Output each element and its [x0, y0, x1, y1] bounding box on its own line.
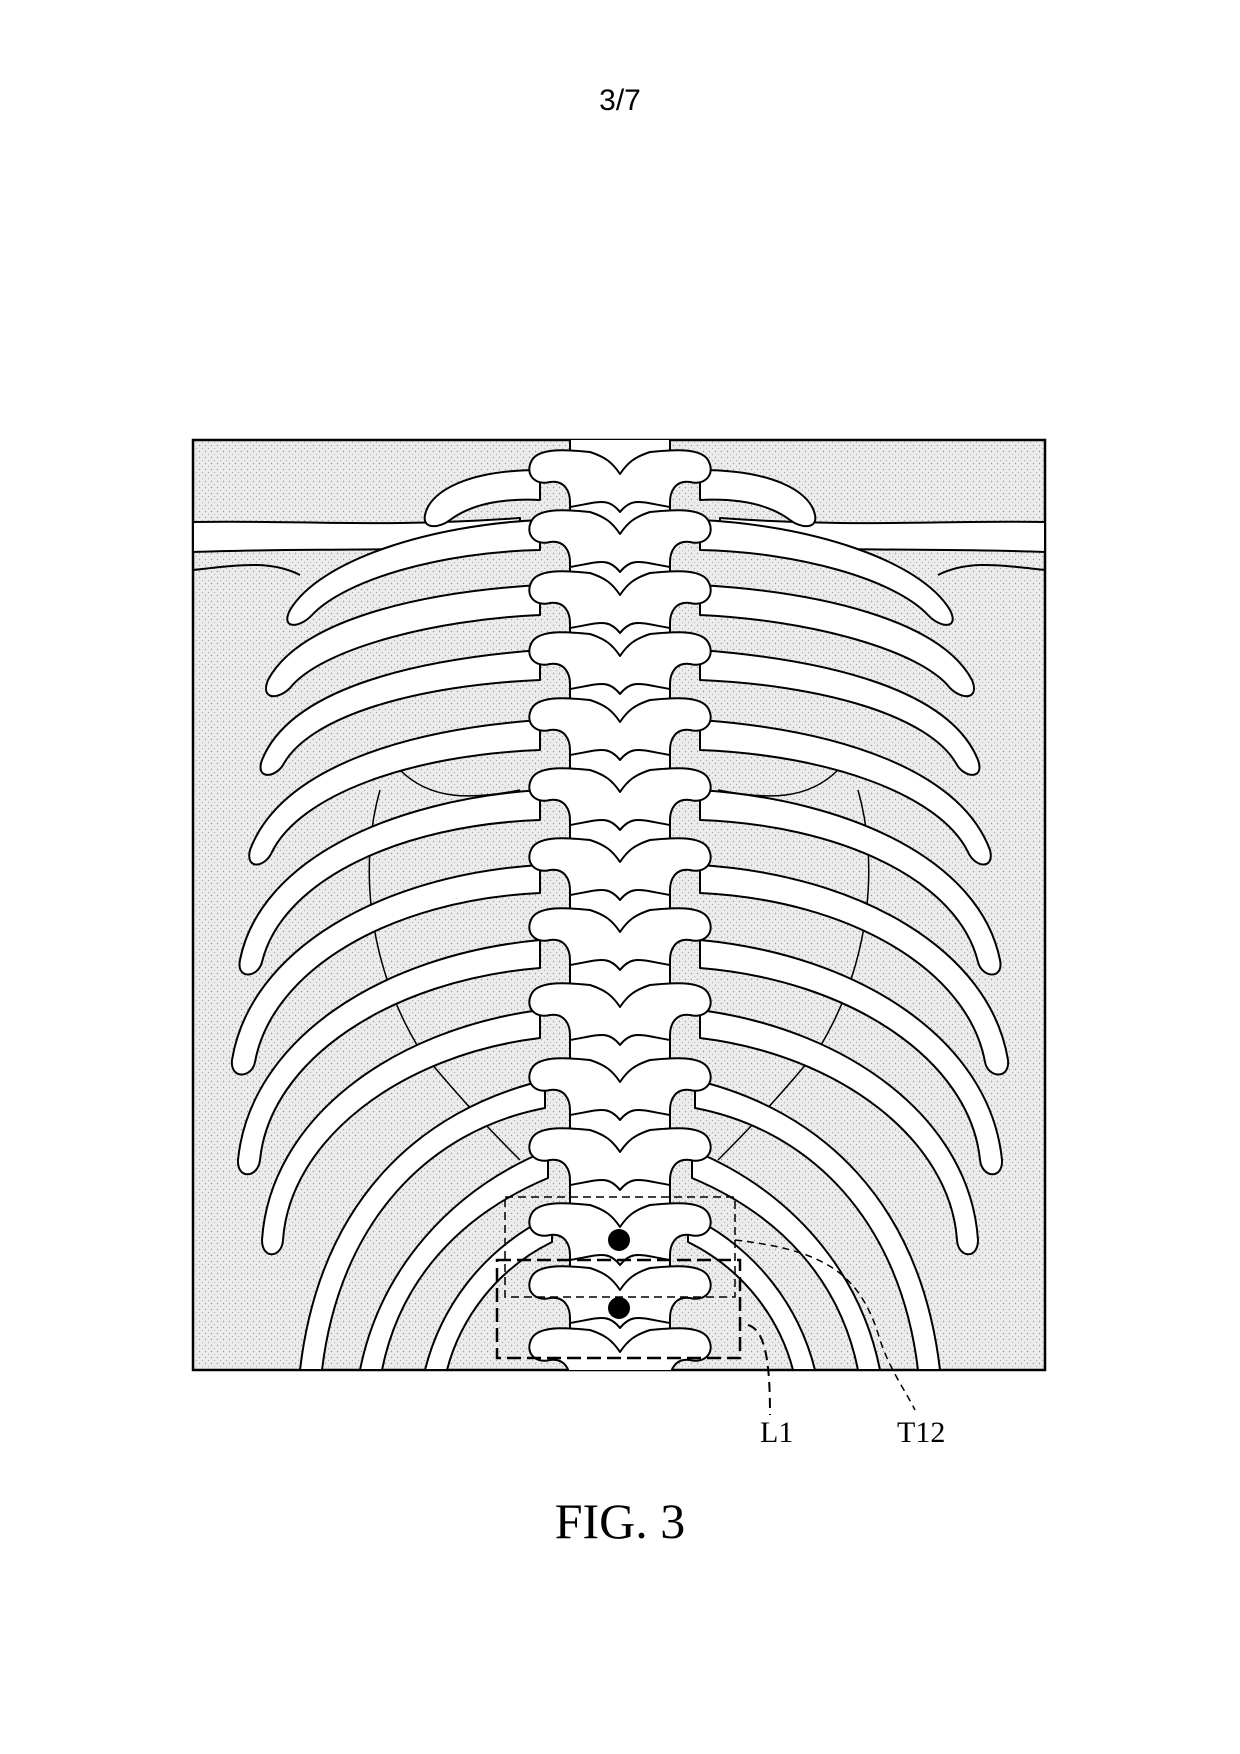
l1-leader-line — [747, 1324, 771, 1416]
page-number: 3/7 — [599, 84, 641, 117]
vertebrae — [528, 449, 712, 1370]
vertebra — [528, 767, 712, 831]
vertebra — [528, 631, 712, 695]
l1-label: L1 — [760, 1416, 793, 1449]
t12-region-box — [504, 1196, 736, 1298]
t12-label: T12 — [897, 1416, 945, 1449]
vertebra — [528, 509, 712, 573]
vertebra — [528, 449, 712, 513]
figure-caption: FIG. 3 — [554, 1493, 686, 1549]
t12-marker-dot — [608, 1229, 630, 1251]
l1-region-box — [495, 1258, 742, 1360]
l1-marker-dot — [608, 1297, 630, 1319]
vertebra — [528, 570, 712, 634]
ribs-right — [687, 469, 1010, 1370]
vertebra — [528, 1127, 712, 1191]
vertebra — [528, 697, 712, 761]
vertebra — [528, 1057, 712, 1121]
vertebra — [528, 837, 712, 901]
vertebra — [528, 907, 712, 971]
skeleton — [193, 440, 1045, 1370]
vertebra — [528, 982, 712, 1046]
ribs-left — [230, 469, 553, 1370]
